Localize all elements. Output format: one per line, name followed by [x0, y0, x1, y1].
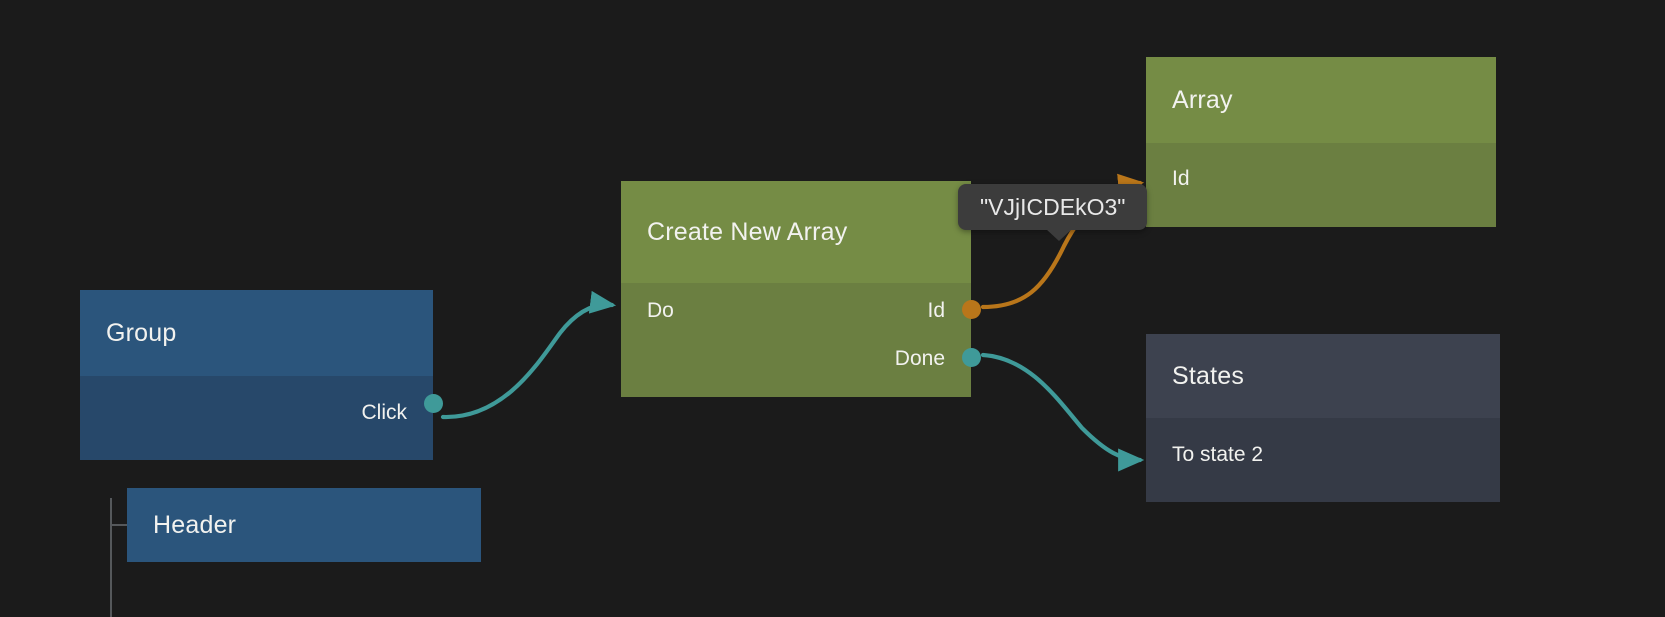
node-states[interactable]: States To state 2	[1146, 334, 1500, 502]
port-label-to-state-2: To state 2	[1172, 443, 1264, 466]
node-states-header[interactable]: States	[1146, 334, 1500, 418]
port-label-done: Done	[894, 347, 945, 370]
node-create-new-array-body: Do Id Done	[621, 283, 981, 397]
port-dot-id[interactable]	[962, 300, 981, 319]
port-row-to-state-2[interactable]: To state 2	[1172, 444, 1263, 465]
port-label-do: Do	[647, 299, 674, 322]
port-dot-done[interactable]	[962, 348, 981, 367]
port-row-do[interactable]: Do	[647, 300, 674, 321]
edge-done-to-state	[980, 352, 1145, 472]
port-dot-click[interactable]	[424, 394, 443, 413]
node-create-new-array-header[interactable]: Create New Array	[621, 181, 971, 283]
port-row-id[interactable]: Id	[927, 300, 945, 321]
node-header-title: Header	[153, 510, 237, 539]
node-array[interactable]: Array Id	[1146, 57, 1496, 227]
node-states-body: To state 2	[1146, 418, 1500, 502]
node-header[interactable]: Header	[127, 488, 481, 562]
tooltip-tail-icon	[1046, 229, 1072, 241]
node-create-new-array-title: Create New Array	[647, 217, 848, 246]
port-row-array-id[interactable]: Id	[1172, 168, 1190, 189]
edge-click-to-do	[440, 290, 617, 420]
node-group[interactable]: Group Click	[80, 290, 443, 460]
node-group-header[interactable]: Group	[80, 290, 433, 376]
node-group-title: Group	[106, 318, 177, 347]
node-states-title: States	[1172, 361, 1245, 390]
node-array-header[interactable]: Array	[1146, 57, 1496, 143]
port-label-array-id: Id	[1172, 167, 1190, 190]
node-create-new-array[interactable]: Create New Array Do Id Done	[621, 181, 981, 397]
node-header-header[interactable]: Header	[127, 488, 481, 562]
node-group-body: Click	[80, 376, 443, 460]
value-tooltip: "VJjICDEkO3"	[958, 184, 1148, 241]
node-array-body: Id	[1146, 143, 1496, 227]
port-row-click[interactable]: Click	[362, 402, 408, 423]
value-tooltip-text: "VJjICDEkO3"	[980, 193, 1126, 220]
port-label-click: Click	[361, 401, 408, 424]
port-row-done[interactable]: Done	[895, 348, 945, 369]
tree-connector-horizontal	[110, 524, 127, 526]
port-label-id: Id	[927, 299, 945, 322]
node-array-title: Array	[1172, 85, 1233, 114]
tree-connector-vertical	[110, 498, 112, 617]
